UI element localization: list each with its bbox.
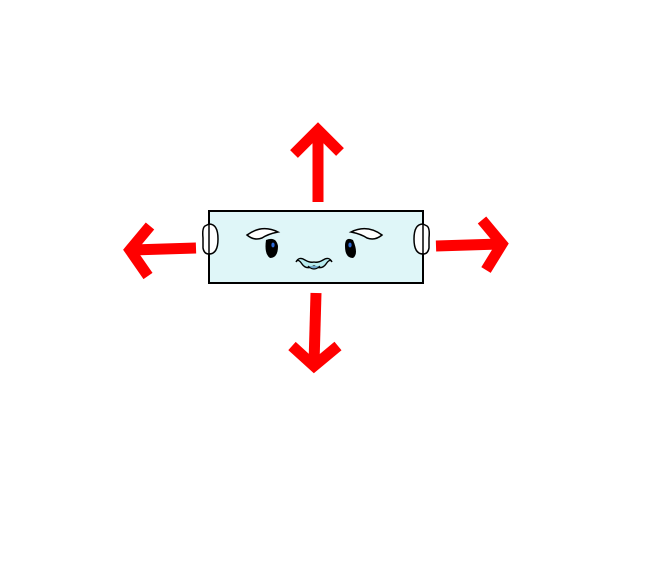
left-eye: [265, 238, 278, 258]
arrow-right-head: [477, 216, 509, 273]
left-eye-highlight: [271, 242, 275, 248]
mouth: [307, 265, 321, 270]
mustache: [295, 257, 333, 269]
left-hand-front: [208, 223, 219, 255]
left-eyelid: [245, 227, 281, 240]
arrow-up-head: [290, 122, 344, 158]
right-hand-front: [413, 223, 424, 255]
rectangle-face-character: [202, 210, 430, 284]
arrow-down-shaft: [308, 292, 322, 365]
right-eye-highlight: [348, 242, 352, 248]
arrow-left-icon: [123, 222, 197, 280]
arrow-down-head: [288, 341, 342, 374]
left-hand: [202, 223, 210, 255]
arrow-left-head: [123, 222, 155, 280]
right-eye: [345, 238, 356, 258]
arrow-right-icon: [435, 216, 509, 273]
right-eyelid: [348, 227, 384, 240]
arrow-left-shaft: [131, 242, 197, 256]
right-hand: [422, 223, 430, 255]
arrow-up-icon: [290, 122, 344, 202]
arrow-down-icon: [288, 292, 342, 374]
arrow-right-shaft: [435, 238, 501, 252]
character-body: [208, 210, 424, 284]
